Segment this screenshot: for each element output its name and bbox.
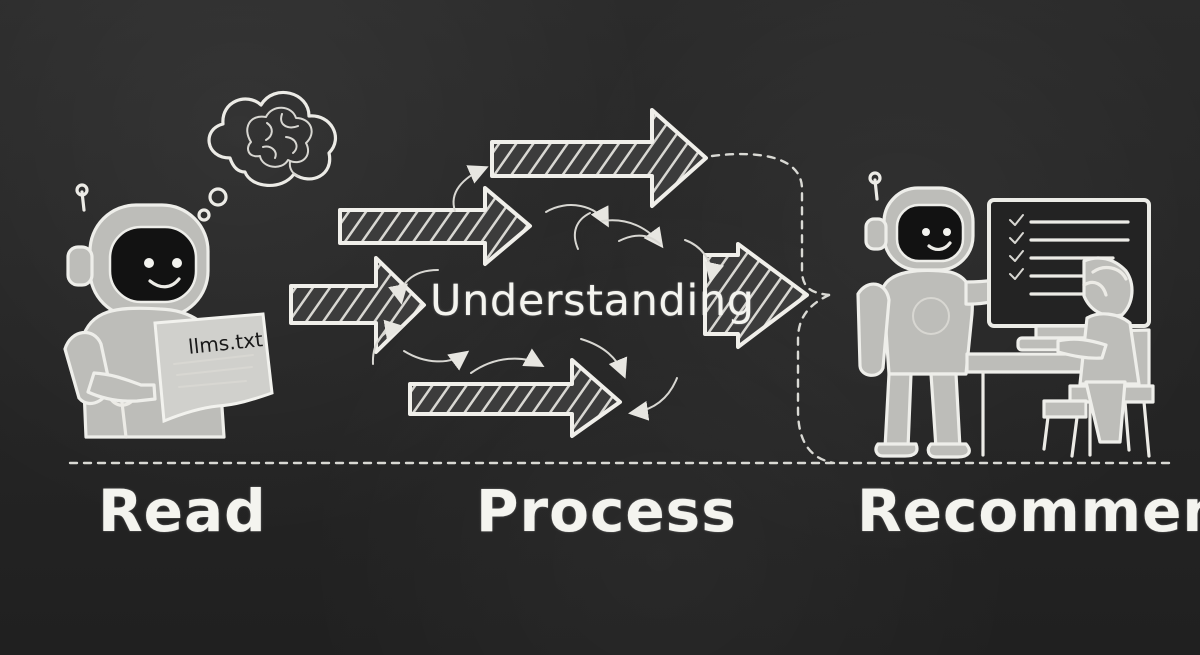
arrow-icon-right xyxy=(703,242,809,349)
seated-user-icon xyxy=(965,256,1155,458)
brain-icon xyxy=(246,106,313,177)
flow-connectors xyxy=(68,152,1178,465)
arrow-icon-upper-left xyxy=(338,186,532,266)
arrow-icon-left xyxy=(289,256,426,354)
arrow-icon-top xyxy=(490,108,708,208)
robot-reading-icon xyxy=(63,183,274,439)
arrow-icon-bottom xyxy=(408,358,622,438)
understanding-label: Understanding xyxy=(430,276,755,326)
read-label: Read xyxy=(98,477,267,545)
recommend-label: Recommend xyxy=(857,477,1200,545)
process-arrows xyxy=(289,108,809,438)
thought-bubble-icon xyxy=(197,90,337,222)
robot-presenting-icon xyxy=(856,171,1060,459)
process-label: Process xyxy=(476,477,737,545)
